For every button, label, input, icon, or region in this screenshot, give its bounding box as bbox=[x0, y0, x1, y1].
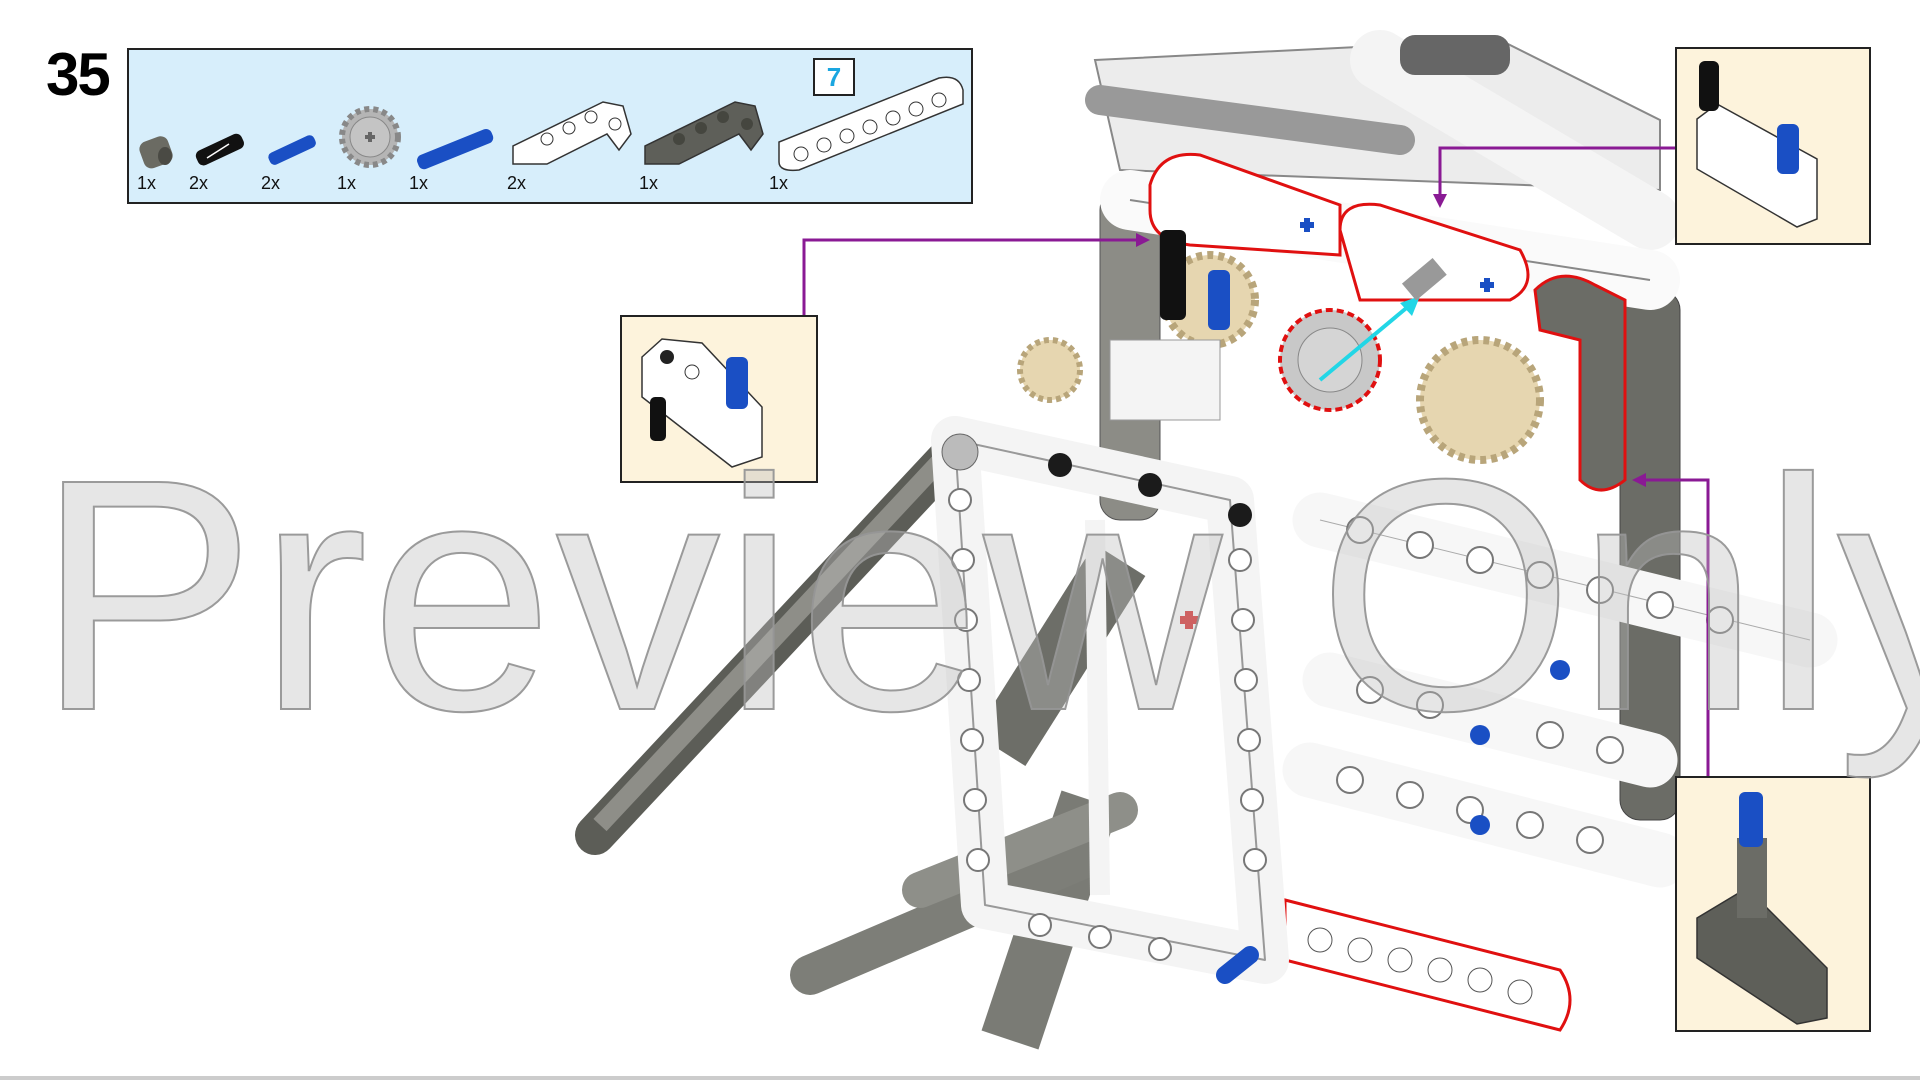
part-qty: 2x bbox=[507, 173, 527, 193]
callout-white-l-beam bbox=[620, 315, 818, 483]
beam-length-badge: 7 bbox=[813, 58, 855, 96]
part-bush: 1x bbox=[137, 114, 177, 194]
part-long-axle-pin: 1x bbox=[409, 114, 499, 194]
part-l-beam-white: 2x bbox=[507, 94, 637, 194]
gear-icon bbox=[339, 106, 401, 168]
part-friction-pin: 2x bbox=[189, 114, 249, 194]
white-beams-right bbox=[1282, 492, 1838, 888]
part-beam-7: 1x bbox=[769, 64, 969, 194]
step-number: 35 bbox=[46, 41, 111, 108]
front-frame bbox=[931, 416, 1289, 984]
bush-icon bbox=[139, 136, 173, 169]
new-parts-highlight bbox=[1148, 152, 1627, 1032]
white-l-beam-assembly-icon bbox=[641, 338, 763, 468]
long-blue-pin-icon bbox=[417, 128, 494, 170]
part-qty: 2x bbox=[189, 173, 209, 193]
motion-arrow-icon bbox=[1318, 257, 1447, 382]
part-qty: 1x bbox=[137, 173, 157, 193]
white-beam-7-icon bbox=[778, 76, 964, 172]
white-l-beam-icon bbox=[512, 101, 632, 165]
callout-arrows bbox=[802, 146, 1710, 776]
gray-l-beam-icon bbox=[644, 101, 764, 165]
part-gear: 1x bbox=[337, 104, 403, 194]
part-l-beam-dark-gray: 1x bbox=[639, 94, 769, 194]
arrowheads bbox=[1136, 194, 1646, 487]
part-qty: 2x bbox=[261, 173, 281, 193]
white-beam-pins-icon bbox=[1696, 61, 1818, 228]
center-beam bbox=[1109, 230, 1230, 629]
callout-gray-l-beam bbox=[1675, 776, 1871, 1032]
callout-white-beam-pins bbox=[1675, 47, 1871, 245]
black-pin-icon bbox=[195, 133, 244, 166]
top-structure bbox=[1085, 30, 1680, 250]
part-qty: 1x bbox=[409, 173, 429, 193]
part-axle-pin: 2x bbox=[261, 114, 321, 194]
blue-axle-pin-icon bbox=[268, 135, 316, 165]
parts-list: 1x 2x 2x 1x 1x 2x 1x 1x 7 bbox=[127, 48, 973, 204]
part-qty: 1x bbox=[639, 173, 659, 193]
part-qty: 1x bbox=[769, 173, 789, 193]
part-qty: 1x bbox=[337, 173, 357, 193]
gray-beams bbox=[790, 792, 1138, 995]
page-bottom-divider bbox=[0, 1076, 1920, 1080]
gray-l-beam-pin-icon bbox=[1696, 792, 1828, 1025]
